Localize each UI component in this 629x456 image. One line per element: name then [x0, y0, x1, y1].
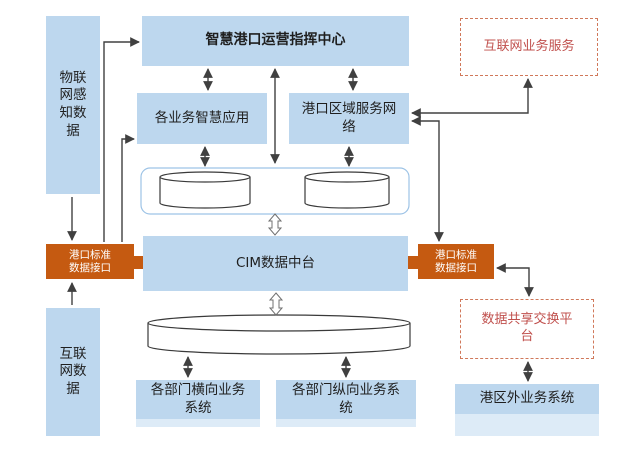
horizontal-systems-line: 各部门横向业务	[150, 381, 246, 398]
data-exchange-box: 数据共享交换平 台	[460, 299, 594, 359]
database-icon	[304, 171, 390, 209]
interface-tab	[134, 256, 143, 269]
hollow-double-arrow-icon	[267, 213, 283, 236]
hollow-double-arrow-icon	[268, 292, 284, 316]
database-icon	[159, 171, 251, 209]
arrow-network-internet	[411, 78, 533, 118]
iot-data-box: 物联 网感 知数 据	[46, 16, 100, 194]
std-interface-right: 港口标准 数据接口	[418, 244, 494, 279]
cim-platform-label: CIM数据中台	[235, 255, 316, 272]
arrow-interface-apps	[121, 134, 135, 242]
data-exchange-line: 台	[520, 329, 534, 344]
vertical-systems-line: 统	[339, 399, 353, 416]
arrow-interface-command	[103, 37, 140, 242]
internet-data-line: 据	[66, 380, 80, 397]
smart-apps-label: 各业务智慧应用	[154, 110, 250, 127]
external-systems-box: 港区外业务系统	[455, 384, 599, 436]
internet-data-line: 互联	[59, 345, 87, 362]
port-network-line: 络	[342, 118, 356, 135]
command-center-box: 智慧港口运营指挥中心	[142, 16, 409, 66]
arrow-interface-exchange	[496, 263, 534, 297]
vertical-systems-box: 各部门纵向业务系 统	[276, 380, 416, 427]
internet-services-label: 互联网业务服务	[483, 38, 575, 54]
std-interface-right-line: 港口标准	[435, 248, 477, 261]
std-interface-left: 港口标准 数据接口	[46, 244, 134, 279]
std-interface-right-line: 数据接口	[435, 261, 477, 274]
vertical-systems-line: 各部门纵向业务系	[292, 381, 400, 398]
port-network-box: 港口区域服务网 络	[289, 93, 409, 144]
data-exchange-line: 数据共享交换平	[481, 312, 573, 328]
storage-cylinder-icon	[147, 314, 411, 355]
cim-platform-box: CIM数据中台	[143, 236, 408, 291]
command-center-label: 智慧港口运营指挥中心	[205, 32, 346, 49]
smart-apps-box: 各业务智慧应用	[137, 93, 267, 144]
iot-data-line: 据	[66, 122, 80, 139]
external-systems-label: 港区外业务系统	[479, 390, 575, 406]
internet-data-line: 网数	[59, 363, 87, 380]
database-container	[140, 167, 410, 215]
internet-data-box: 互联 网数 据	[46, 308, 100, 436]
std-interface-left-line: 港口标准	[69, 248, 111, 261]
internet-services-box: 互联网业务服务	[460, 18, 598, 76]
iot-data-line: 网感	[59, 87, 87, 104]
horizontal-systems-box: 各部门横向业务 系统	[136, 380, 260, 427]
std-interface-left-line: 数据接口	[69, 261, 111, 274]
horizontal-systems-line: 系统	[184, 399, 212, 416]
interface-tab	[408, 256, 418, 269]
arrow-network-interface	[411, 116, 444, 242]
iot-data-line: 知数	[59, 105, 87, 121]
port-network-line: 港口区域服务网	[301, 100, 397, 117]
iot-data-line: 物联	[59, 69, 87, 86]
